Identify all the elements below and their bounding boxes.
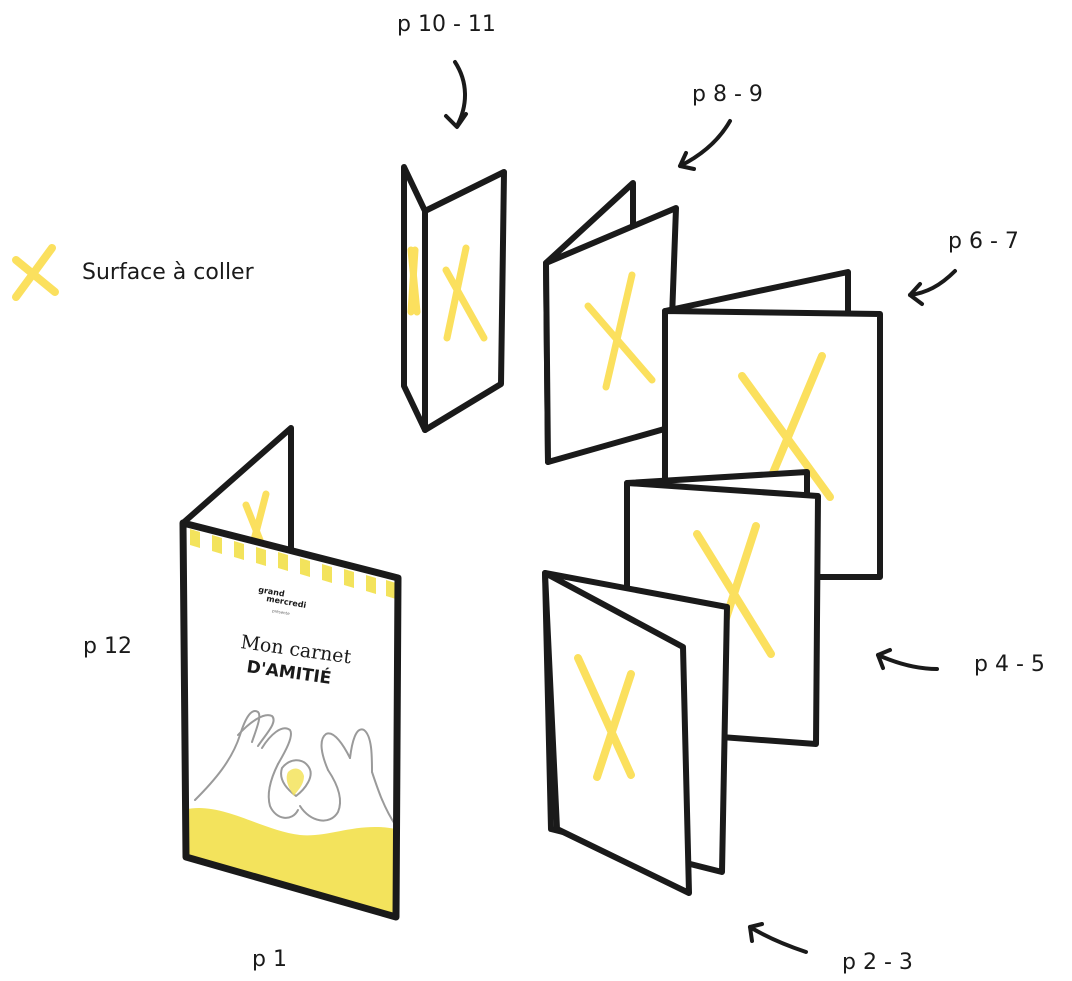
sheet-p10-11	[401, 164, 507, 433]
label-p8-9: p 8 - 9	[692, 82, 763, 107]
cover-presents: présente	[272, 608, 291, 616]
arrow-icon	[748, 922, 808, 954]
glue-mark	[574, 654, 635, 781]
cover-booklet: grand mercredi présente Mon carnet D'AMI…	[179, 425, 402, 921]
glue-mark	[407, 246, 421, 316]
label-p4-5: p 4 - 5	[974, 652, 1045, 677]
label-p10-11: p 10 - 11	[397, 12, 496, 37]
sheet-p2-3	[542, 570, 730, 896]
sheet-p8-9	[543, 180, 679, 465]
arrow-icon	[444, 60, 468, 129]
glue-mark	[584, 271, 656, 391]
cross-mark-icon	[12, 244, 59, 301]
arrow-icon	[908, 269, 957, 306]
label-p12: p 12	[83, 634, 132, 659]
glue-mark	[738, 352, 834, 501]
arrow-icon	[876, 648, 939, 671]
glue-mark	[242, 490, 270, 544]
legend: Surface à coller	[12, 244, 255, 301]
label-p6-7: p 6 - 7	[948, 229, 1019, 254]
label-p2-3: p 2 - 3	[842, 950, 913, 975]
label-p1: p 1	[252, 947, 287, 972]
arrow-icon	[678, 119, 732, 171]
legend-label: Surface à coller	[82, 260, 255, 285]
glue-mark	[442, 244, 488, 342]
